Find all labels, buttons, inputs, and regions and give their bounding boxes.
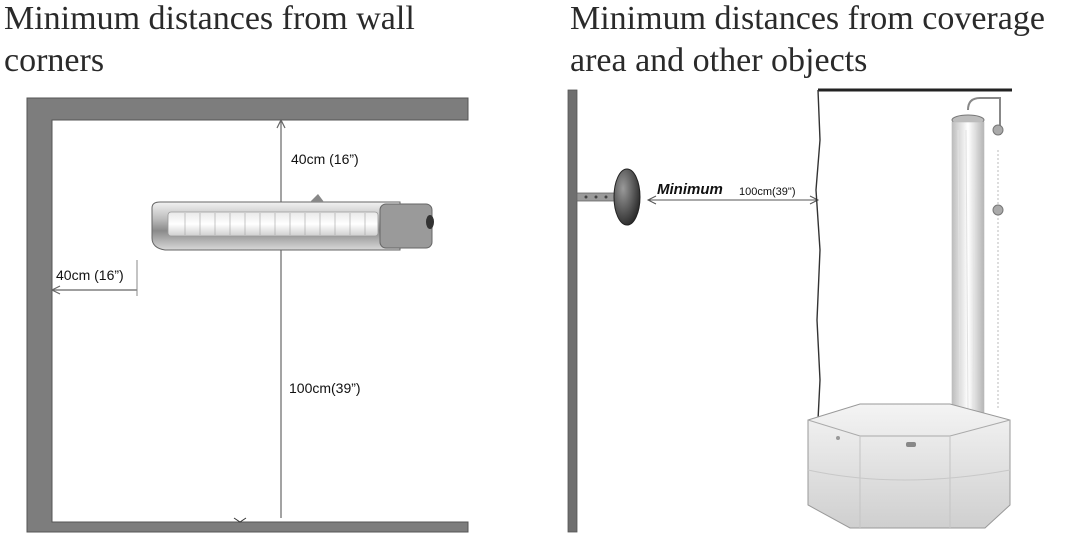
corner-bathtub: [807, 403, 1011, 529]
dim-bottom-label: 100cm(39”): [289, 380, 361, 396]
minimum-value: 100cm(39"): [739, 186, 795, 198]
left-panel-title: Minimum distances from wall corners: [4, 0, 415, 79]
coverage-area-outline: [815, 89, 821, 421]
heater-side-view: [613, 168, 641, 226]
shower-column: [951, 97, 1004, 423]
wall-heater: [151, 194, 434, 251]
side-wall: [567, 89, 578, 533]
right-coverage-diagram: Minimum 100cm(39"): [567, 88, 1012, 533]
room-walls: [26, 97, 469, 533]
left-room-diagram: 40cm (16”) 40cm (16”) 100cm(39”): [26, 97, 469, 533]
dim-top-label: 40cm (16”): [291, 151, 359, 167]
dim-side-label: 40cm (16”): [56, 267, 124, 283]
right-panel-title: Minimum distances from coverage area and…: [570, 0, 1045, 79]
minimum-label: Minimum: [657, 181, 723, 198]
